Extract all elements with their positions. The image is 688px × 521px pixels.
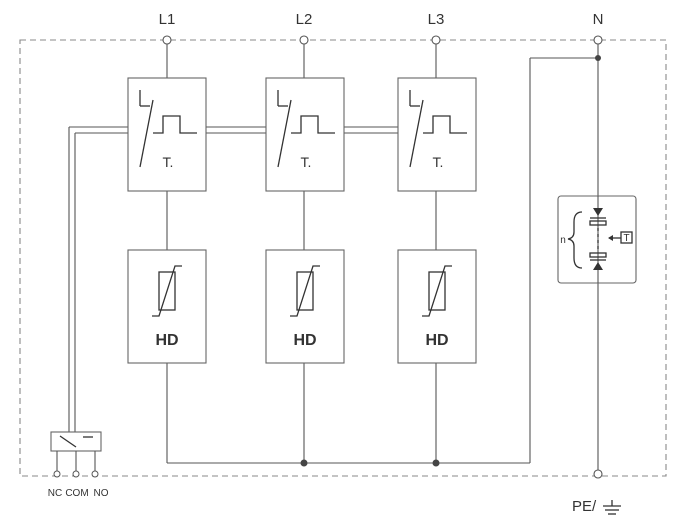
junction-dot-l2 bbox=[300, 459, 308, 467]
junction-dot-n bbox=[595, 55, 601, 61]
phase-wires bbox=[166, 44, 599, 470]
thermal-label-l1: T. bbox=[163, 154, 174, 170]
gas-tube-count-label: n bbox=[560, 235, 566, 246]
varistor-l3: HD bbox=[397, 249, 477, 364]
thermal-disconnector-l1: T. bbox=[127, 77, 207, 192]
varistor-l1: HD bbox=[127, 249, 207, 364]
signal-lines bbox=[68, 126, 398, 432]
varistor-label-l3: HD bbox=[425, 332, 448, 349]
gas-discharge-tube: n T bbox=[557, 195, 637, 284]
thermal-label-l3: T. bbox=[433, 154, 444, 170]
terminal-l3 bbox=[431, 35, 441, 45]
varistor-label-l2: HD bbox=[293, 332, 316, 349]
enclosure-outline bbox=[19, 39, 667, 477]
relay-com-label: COM bbox=[65, 488, 88, 499]
test-label: T bbox=[623, 233, 629, 244]
terminal-l2-label: L2 bbox=[296, 11, 313, 28]
thermal-disconnector-l2: T. bbox=[265, 77, 345, 192]
thermal-disconnector-l3: T. bbox=[397, 77, 477, 192]
terminal-l3-label: L3 bbox=[428, 11, 445, 28]
relay-no-label: NO bbox=[94, 488, 109, 499]
terminal-l1-label: L1 bbox=[159, 11, 176, 28]
thermal-label-l2: T. bbox=[301, 154, 312, 170]
terminal-pe bbox=[593, 469, 603, 479]
varistor-label-l1: HD bbox=[155, 332, 178, 349]
ground-icon bbox=[603, 500, 621, 515]
terminal-pe-label: PE/ bbox=[572, 498, 597, 515]
relay-nc-label: NC bbox=[48, 488, 62, 499]
terminal-n-label: N bbox=[593, 11, 604, 28]
remote-signal-relay: NC COM NO bbox=[48, 431, 109, 499]
terminal-n bbox=[593, 35, 603, 45]
varistor-l2: HD bbox=[265, 249, 345, 364]
junction-dot-l3 bbox=[432, 459, 440, 467]
terminal-l1 bbox=[162, 35, 172, 45]
terminal-l2 bbox=[299, 35, 309, 45]
